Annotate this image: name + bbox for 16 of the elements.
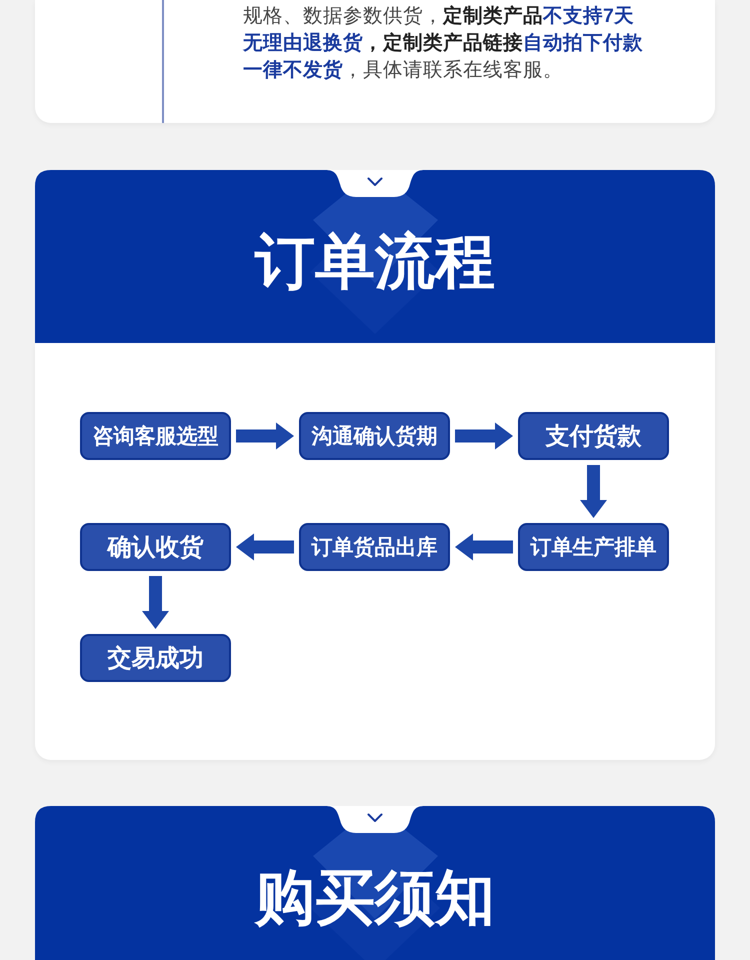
arrow xyxy=(455,534,513,560)
section-title: 购买须知 xyxy=(255,868,495,928)
step-box: 订单生产排单 xyxy=(518,523,669,571)
arrow xyxy=(455,422,513,450)
arrow xyxy=(580,465,607,518)
arrow xyxy=(236,422,294,450)
step-box: 沟通确认货期 xyxy=(299,412,450,460)
step-box: 确认收货 xyxy=(80,523,231,571)
notice-text: 规格、数据参数供货，定制类产品不支持7天无理由退换货，定制类产品链接自动拍下付款一律不发货，具体请联系在线客服。 xyxy=(243,4,644,83)
arrow xyxy=(142,576,169,629)
step-box: 订单货品出库 xyxy=(299,523,450,571)
arrow xyxy=(236,534,294,560)
section-title: 订单流程 xyxy=(255,232,495,292)
step-box: 支付货款 xyxy=(518,412,669,460)
step-box: 咨询客服选型 xyxy=(80,412,231,460)
step-box: 交易成功 xyxy=(80,634,231,682)
